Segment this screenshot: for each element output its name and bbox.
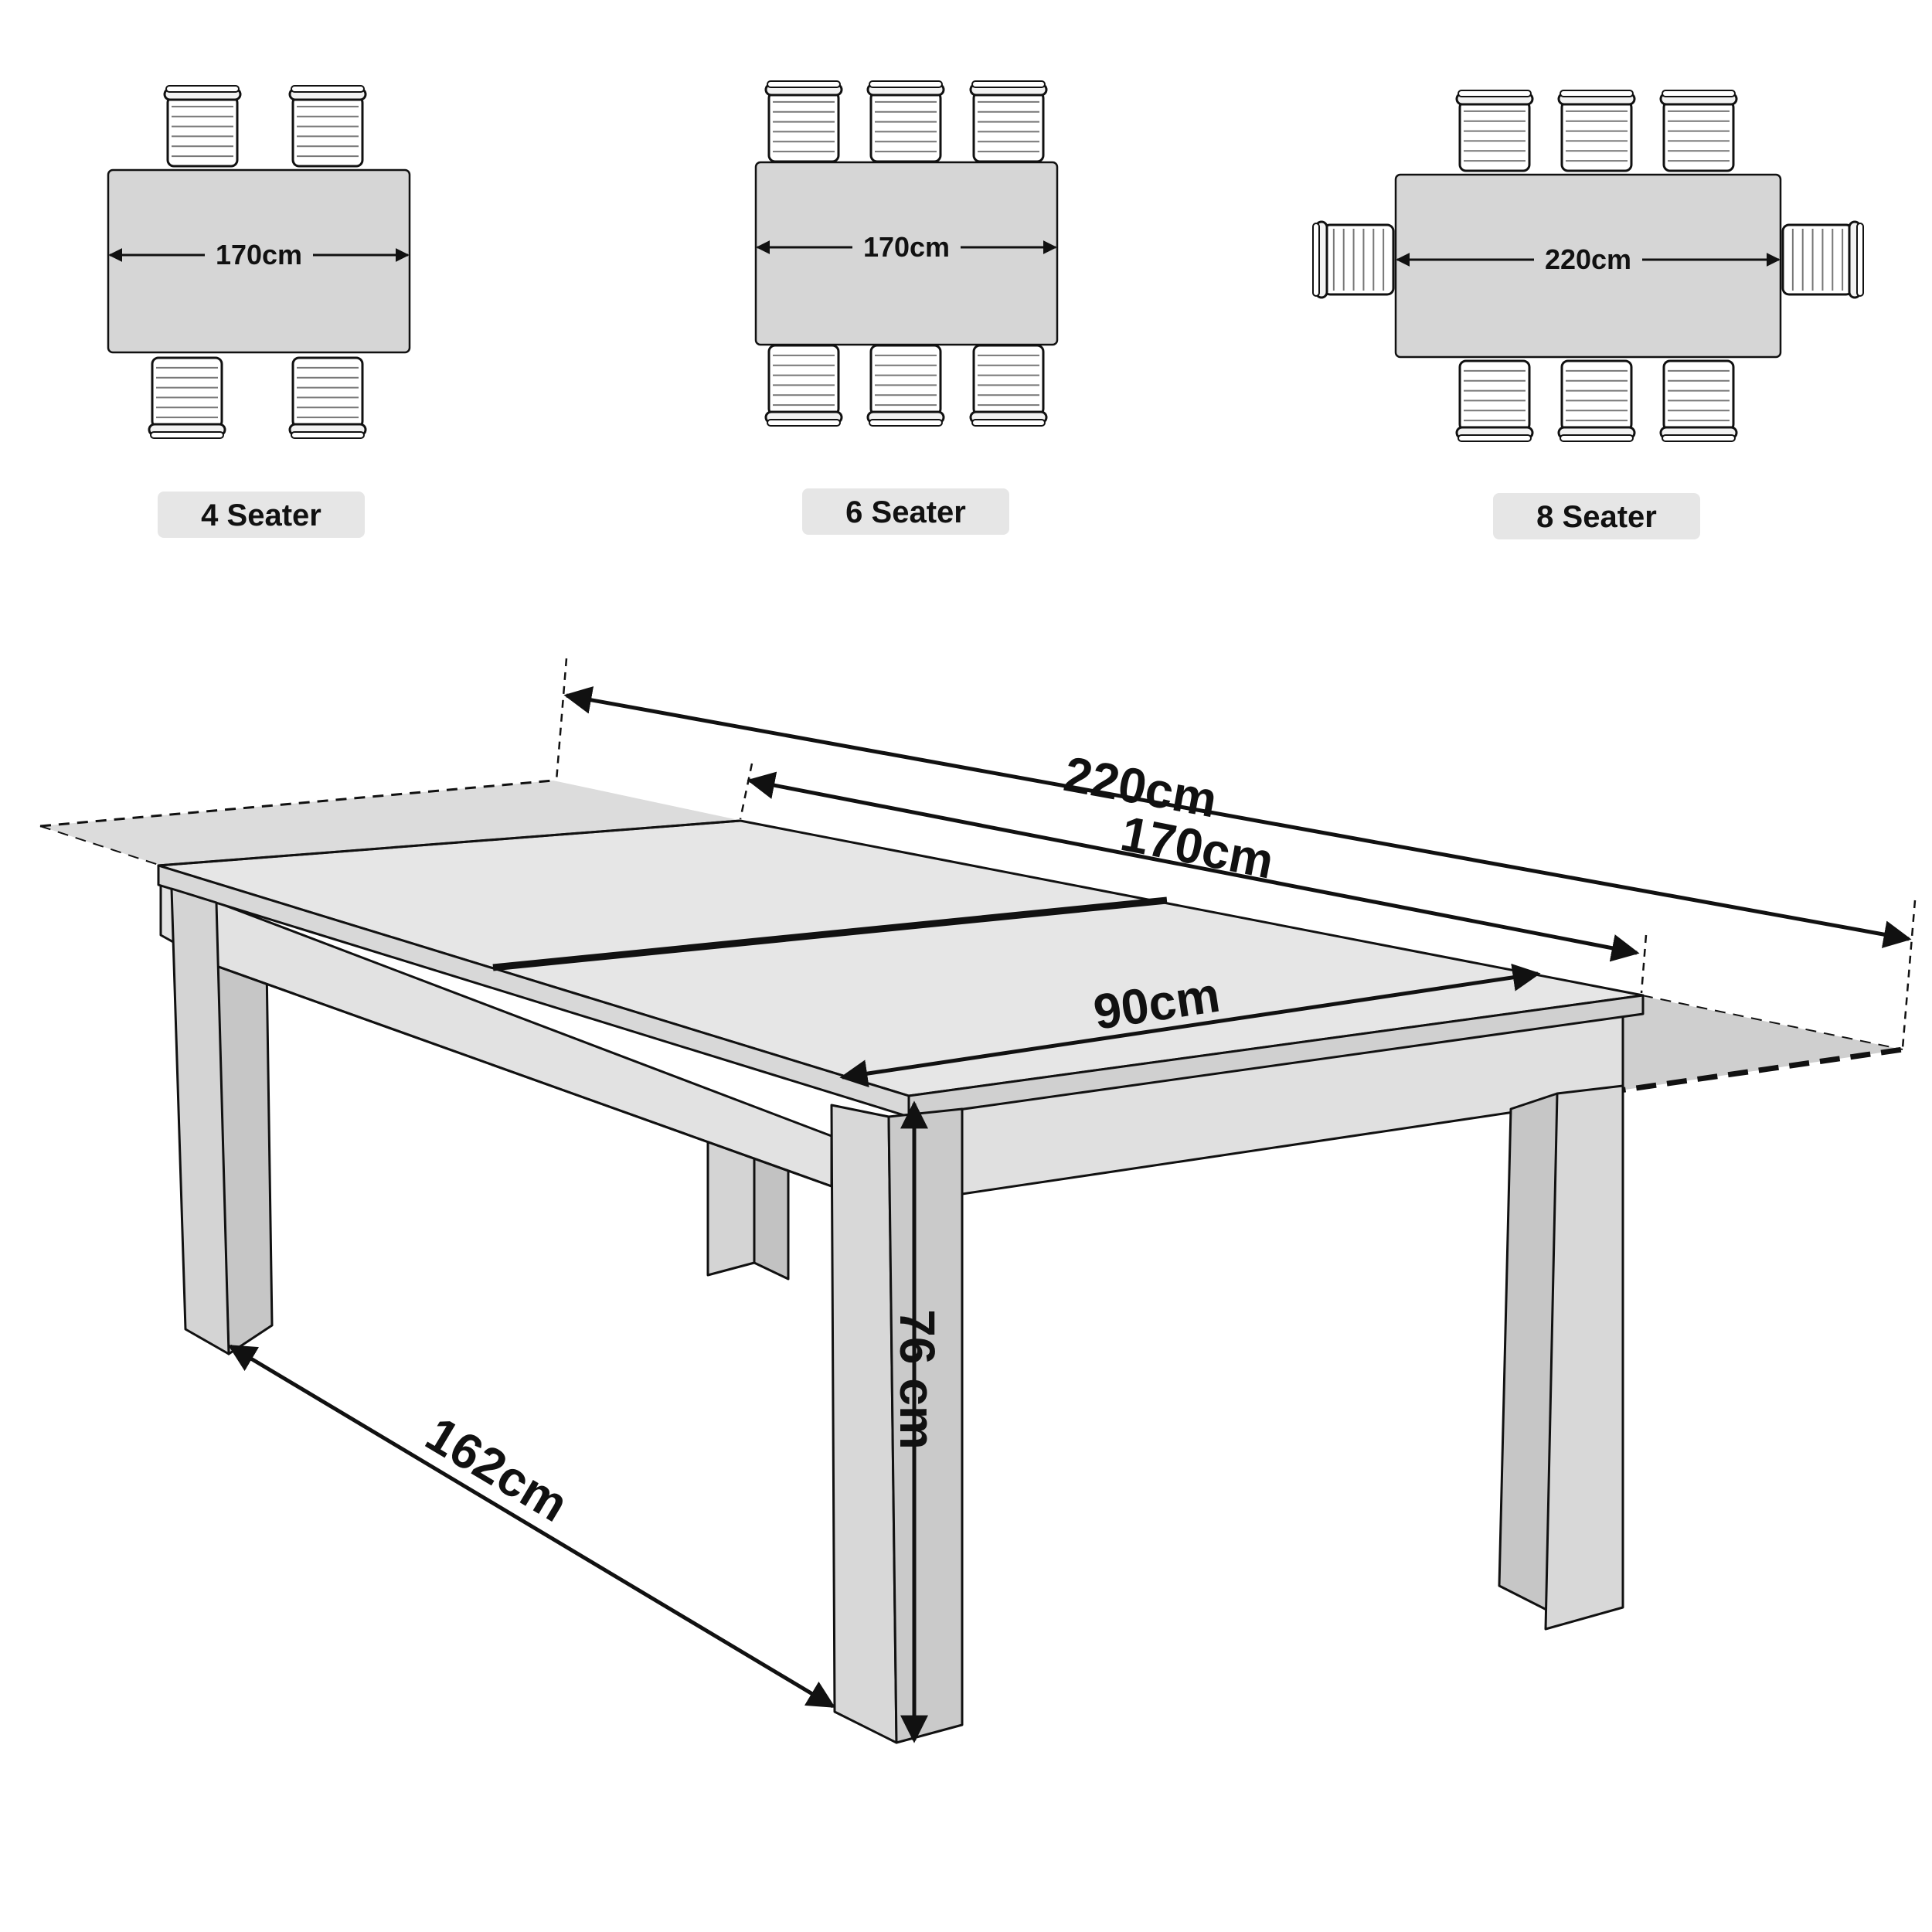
table-perspective [39, 779, 1903, 1744]
width-arrow [839, 963, 1541, 1088]
seater-badge [158, 492, 365, 538]
seating-plan-4-seater: 170cm 4 Seater [107, 85, 411, 538]
chair-icon [866, 344, 945, 427]
seater-badge [1493, 493, 1700, 539]
plan-dimension-label: 170cm [216, 239, 302, 270]
plan-dimension-label: 220cm [1545, 243, 1631, 275]
chair-icon [969, 344, 1048, 427]
seater-badge [802, 488, 1009, 535]
chair-icon [1557, 90, 1636, 172]
plan-dimension-label: 170cm [863, 231, 950, 263]
height-label: 76 cm [889, 1309, 945, 1449]
seater-label: 4 Seater [201, 498, 321, 532]
seating-plan-6-seater: 170cm 6 Seater [754, 80, 1059, 535]
chair-icon [1781, 220, 1864, 299]
seating-plan-8-seater: 220cm 8 Seater [1312, 90, 1864, 539]
chair-icon [288, 85, 367, 168]
plan-table [107, 168, 411, 354]
plan-table [1394, 173, 1782, 359]
chair-icon [969, 80, 1048, 163]
leg-span-arrow [227, 1344, 836, 1709]
chair-icon [764, 344, 843, 427]
leg-span-label: 162cm [417, 1406, 577, 1532]
chair-icon [1455, 359, 1534, 442]
chair-icon [288, 356, 367, 439]
chair-icon [1455, 90, 1534, 172]
table-leg-front [830, 1104, 898, 1744]
chair-icon [1659, 90, 1738, 172]
seater-label: 6 Seater [845, 495, 966, 529]
chair-icon [163, 85, 242, 168]
chair-icon [148, 356, 226, 439]
chair-icon [764, 80, 843, 163]
chair-icon [1659, 359, 1738, 442]
chair-icon [1557, 359, 1636, 442]
chair-icon [1312, 220, 1395, 299]
chair-icon [866, 80, 945, 163]
seater-label: 8 Seater [1536, 500, 1657, 534]
closed-length-arrow [747, 771, 1640, 962]
table-leg-back [706, 1141, 756, 1277]
